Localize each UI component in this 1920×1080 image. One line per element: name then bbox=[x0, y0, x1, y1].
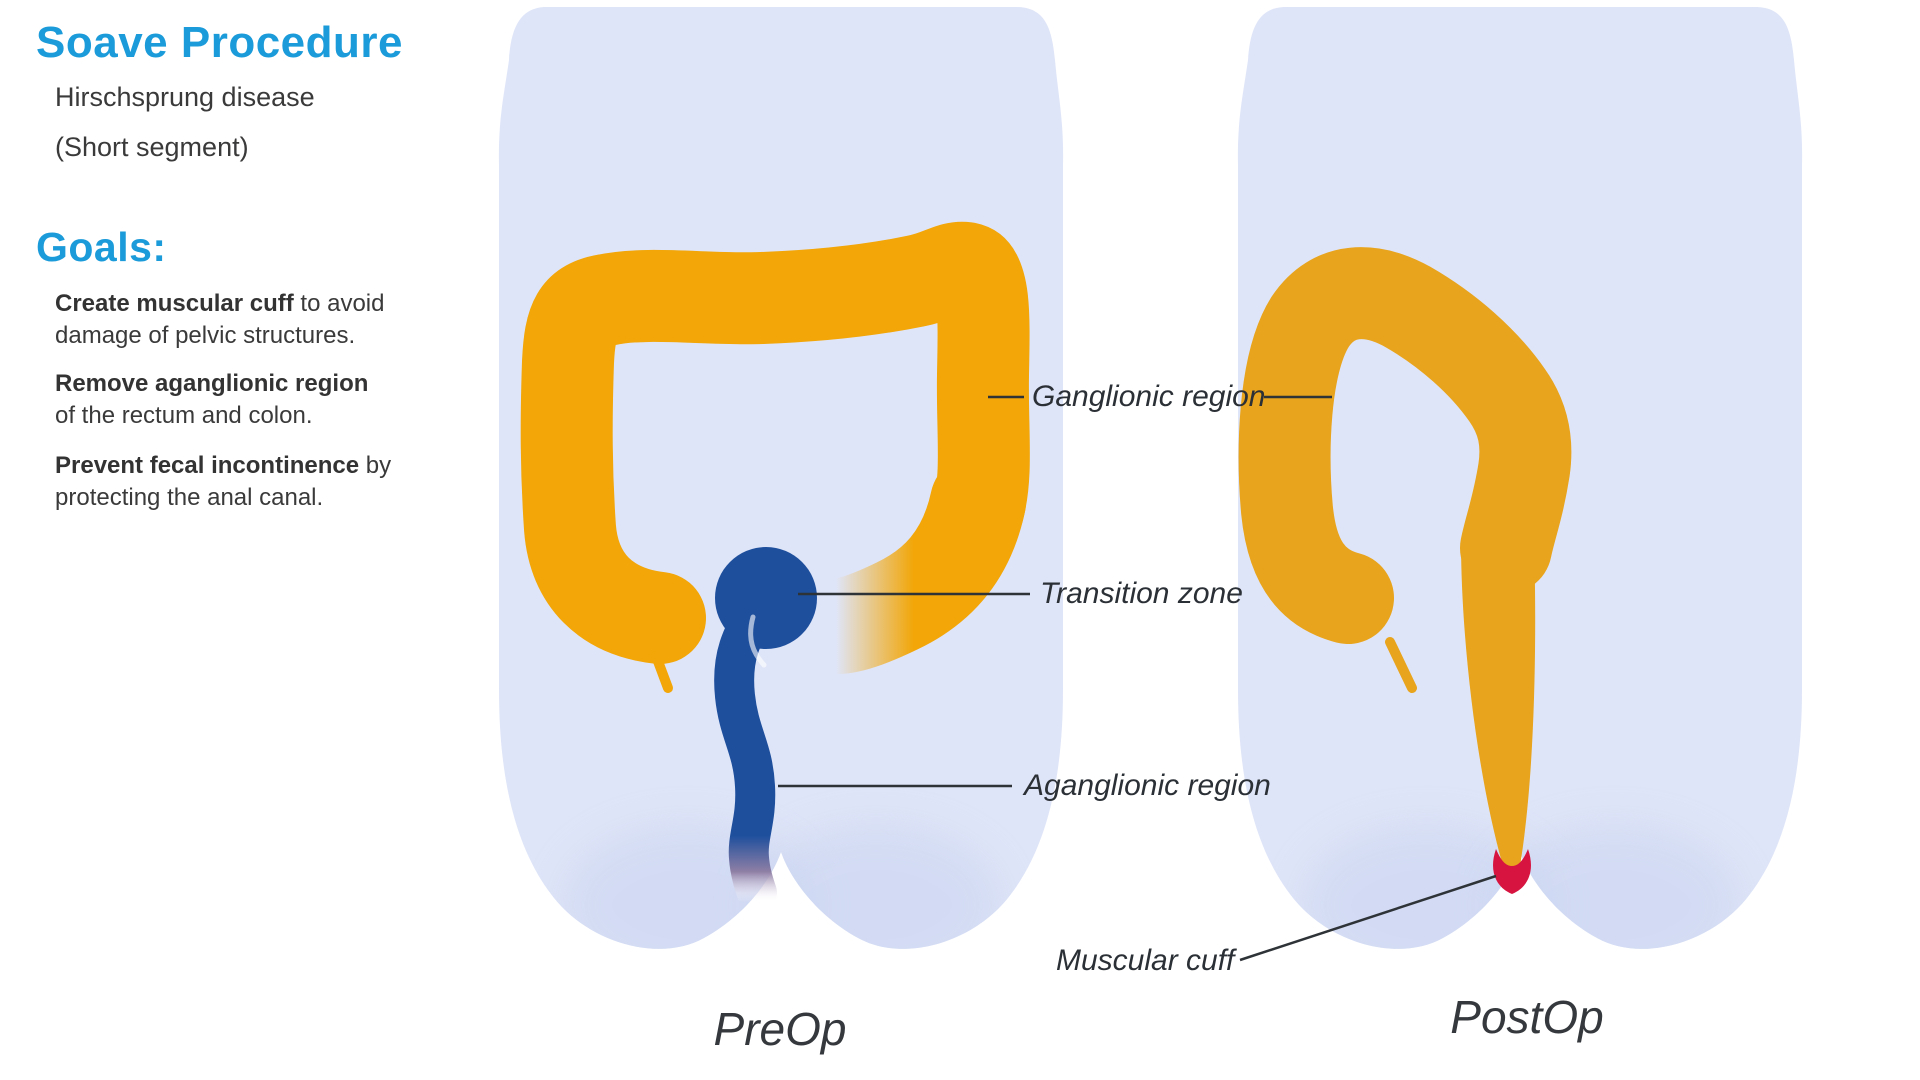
label-transition-zone: Transition zone bbox=[1040, 577, 1243, 610]
postop-rectal-taper bbox=[1461, 540, 1536, 875]
goal-3-rest: by protecting the anal canal. bbox=[55, 452, 392, 511]
goal-1-bold: Create muscular cuff bbox=[55, 290, 294, 317]
postop-ganglionic-colon bbox=[1238, 247, 1572, 894]
goal-item-3: Prevent fecal incontinence by protecting… bbox=[55, 450, 395, 514]
label-ganglionic-region: Ganglionic region bbox=[1032, 380, 1266, 413]
preop-appendix bbox=[651, 651, 673, 693]
page-title: Soave Procedure bbox=[36, 18, 403, 67]
goals-heading: Goals: bbox=[36, 224, 167, 270]
muscular-cuff-leader bbox=[1239, 874, 1497, 962]
label-aganglionic-region: Aganglionic region bbox=[1024, 769, 1271, 802]
subtitle-disease: Hirschsprung disease bbox=[55, 82, 315, 112]
goal-1-rest: to avoid damage of pelvic structures. bbox=[55, 290, 385, 349]
leader-lines bbox=[778, 395, 1497, 962]
muscular-cuff-shape bbox=[1493, 849, 1531, 894]
caption-postop: PostOp bbox=[1450, 991, 1604, 1043]
postop-appendix bbox=[1385, 637, 1417, 693]
transition-zone-blend bbox=[790, 454, 1026, 674]
goal-item-1: Create muscular cuff to avoid damage of … bbox=[55, 288, 395, 352]
subtitle-segment: (Short segment) bbox=[55, 132, 249, 162]
goal-2-rest: of the rectum and colon. bbox=[55, 402, 313, 429]
label-muscular-cuff: Muscular cuff bbox=[1056, 944, 1235, 977]
goal-item-2: Remove aganglionic region of the rectum … bbox=[55, 368, 395, 432]
goal-3-bold: Prevent fecal incontinence bbox=[55, 452, 360, 479]
caption-preop: PreOp bbox=[713, 1003, 847, 1055]
goal-2-bold: Remove aganglionic region bbox=[55, 370, 369, 397]
preop-ganglionic-colon bbox=[520, 221, 1030, 693]
rectum-highlight bbox=[748, 614, 767, 668]
